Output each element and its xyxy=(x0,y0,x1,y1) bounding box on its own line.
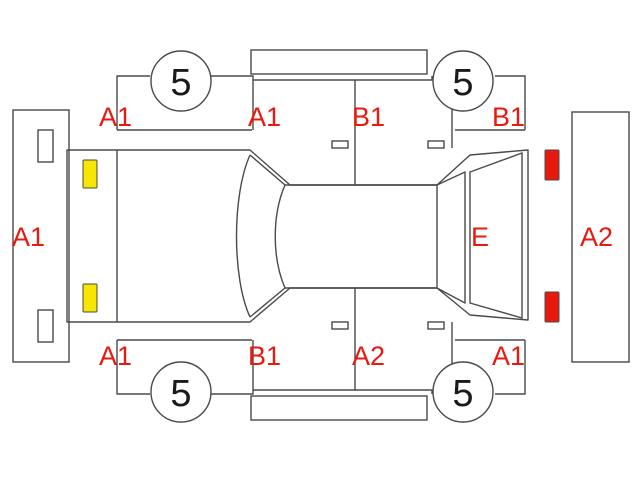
code-front-fender-right: A1 xyxy=(492,341,525,371)
front-bumper xyxy=(571,111,630,363)
tyre-label-front-left: 5 xyxy=(452,62,473,104)
door-handle-right-front xyxy=(427,321,445,330)
wheel-front-left xyxy=(432,50,494,112)
tyre-label-rear-right: 5 xyxy=(170,373,191,415)
code-rear-door-right: B1 xyxy=(248,341,281,371)
front-light-bottom xyxy=(544,291,560,323)
rear-bumper-slot-bottom xyxy=(37,309,54,343)
tyre-label-front-right: 5 xyxy=(452,373,473,415)
code-front-door-left: B1 xyxy=(352,102,385,132)
windshield xyxy=(469,151,523,319)
code-front-door-right: A2 xyxy=(352,341,385,371)
code-front-bumper: A2 xyxy=(580,222,613,252)
wheel-rear-left xyxy=(150,50,212,112)
wheel-rear-right xyxy=(150,361,212,423)
body-top-outline xyxy=(66,149,529,323)
rear-bumper-slot-top xyxy=(37,129,54,163)
code-front-fender-left: B1 xyxy=(492,102,525,132)
code-rear-bumper: A1 xyxy=(12,222,45,252)
code-windshield: E xyxy=(471,222,489,252)
code-rear-door-left: A1 xyxy=(248,102,281,132)
code-rear-quarter-left: A1 xyxy=(99,102,132,132)
door-handle-left-front xyxy=(427,140,445,149)
door-handle-right-rear xyxy=(331,321,349,330)
windshield-edge xyxy=(436,171,466,304)
tyre-label-rear-left: 5 xyxy=(170,62,191,104)
roof-panel-right-side xyxy=(250,395,428,421)
rear-light-top xyxy=(82,159,98,189)
roof-panel-left-side xyxy=(250,49,428,75)
rear-light-bottom xyxy=(82,283,98,313)
code-rear-quarter-right: A1 xyxy=(99,341,132,371)
rear-window-outer xyxy=(235,154,251,318)
front-light-top xyxy=(544,149,560,181)
wheel-front-right xyxy=(432,361,494,423)
rear-window xyxy=(249,154,286,318)
roof xyxy=(285,184,438,289)
door-handle-left-rear xyxy=(331,140,349,149)
